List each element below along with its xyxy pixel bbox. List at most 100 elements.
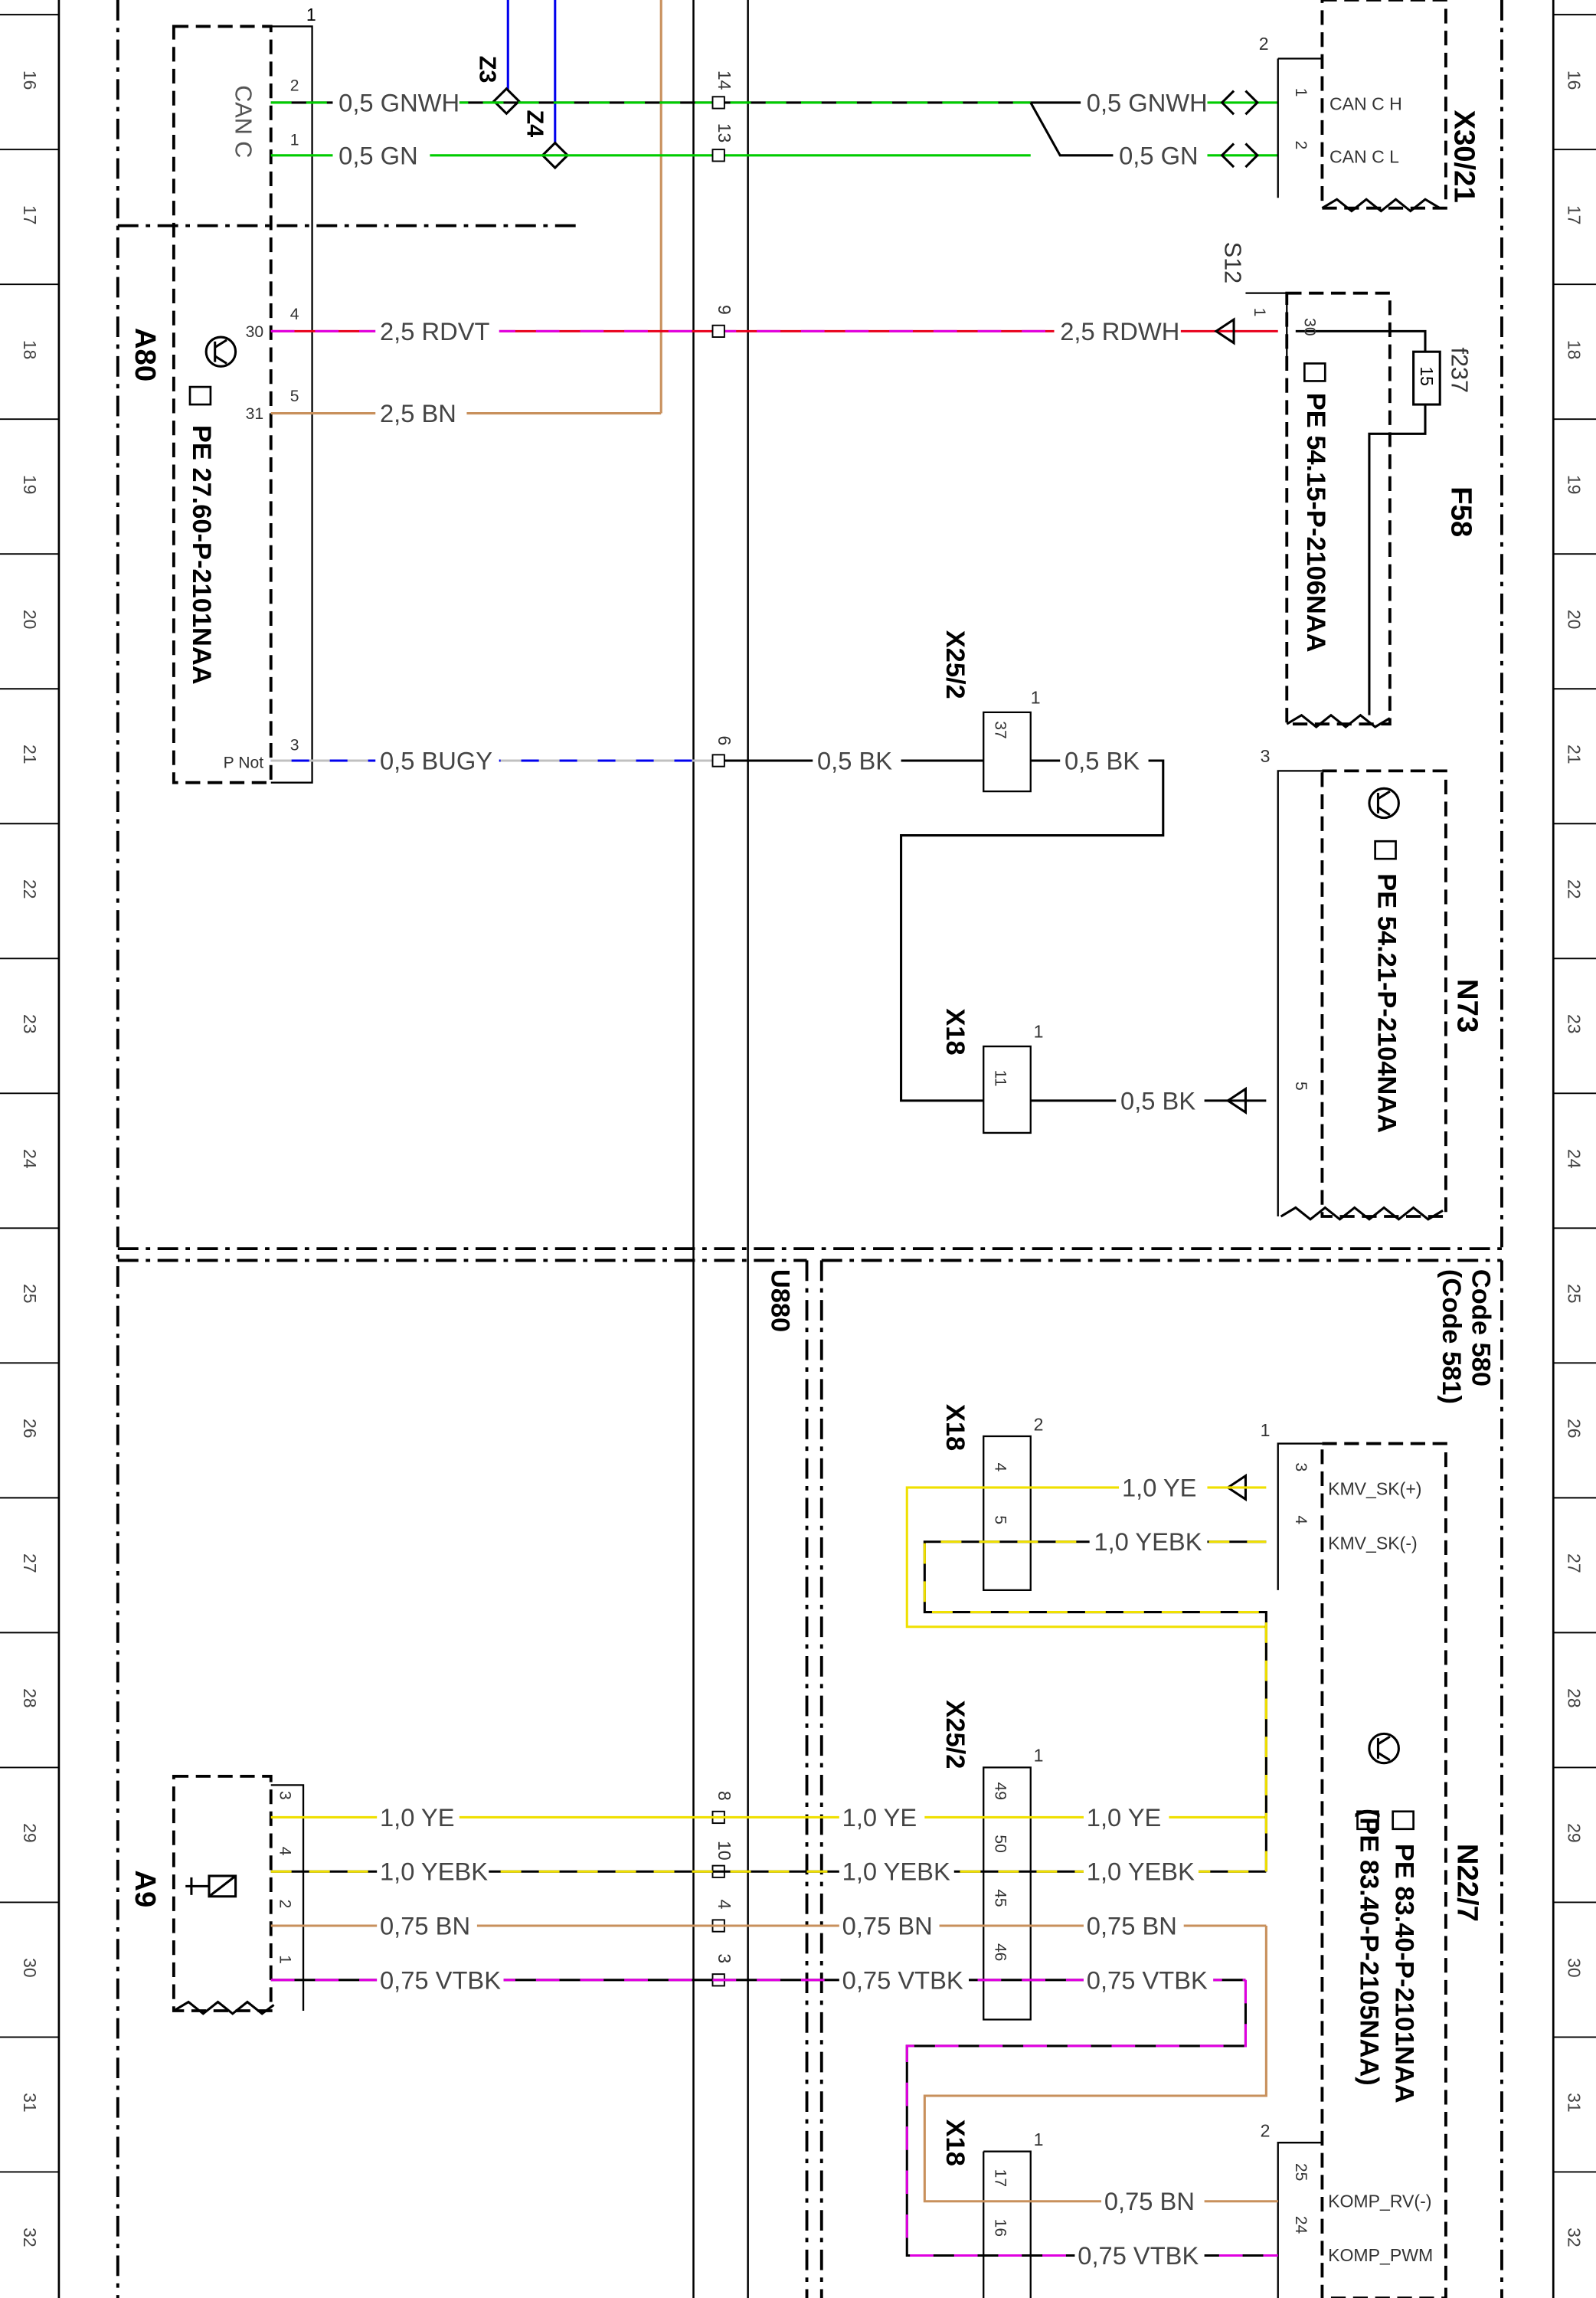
x30-21-connector[interactable]: 2 CAN C H CAN C L 1 2 X30/21 [1259, 0, 1481, 213]
x18-mid-connector-number: 1 [1034, 1022, 1044, 1042]
x25-2-bottom-connector[interactable]: 1 49 50 45 46 X25/2 [940, 1700, 1043, 2021]
a80-pin-label-31: 31 [246, 405, 264, 423]
sep-pin-6: 6 [715, 735, 734, 745]
row-number: 23 [1564, 1014, 1584, 1034]
n73-doc-icon [1374, 840, 1397, 860]
x25-2-bottom-pin-49: 49 [992, 1782, 1009, 1800]
fuse-icon [1412, 350, 1441, 406]
row-number: 22 [20, 879, 40, 899]
wire-label-gn-a: 0,5 GN [338, 141, 418, 169]
fuse-value: 15 [1417, 366, 1437, 386]
wire-label-bugy: 0,5 BUGY [380, 747, 492, 775]
wire-label-bn25: 2,5 BN [380, 399, 456, 427]
code-label-line1: Code 580 [1466, 1269, 1495, 1386]
f58-pe-reference: PE 54.15-P-2106NAA [1301, 393, 1330, 653]
row-number: 31 [20, 2093, 40, 2113]
row-number: 26 [1564, 1419, 1584, 1439]
row-number: 26 [20, 1419, 40, 1439]
wire-labels-top: 0,5 GNWH 0,5 GN 2,5 RDVT 2,5 BN 0,5 BUGY… [332, 87, 1208, 1115]
n22-7-module[interactable]: 1 2 KMV_SK(+) KMV_SK(-) KOMP_RV(-) KOMP_… [1225, 1420, 1483, 2298]
x30-21-pin-1: 1 [1292, 88, 1310, 97]
s12-label: S12 [1220, 242, 1247, 283]
a80-module[interactable]: 1 CAN C A80 PE 27.60-P-2101NAA 30 31 P N… [129, 5, 316, 784]
a9-pin-2: 2 [276, 1900, 293, 1909]
n73-connector-number: 3 [1261, 746, 1271, 766]
x18-bottom-pin-17: 17 [992, 2169, 1009, 2187]
x18-bottom-connector[interactable]: 1 17 16 X18 [940, 2120, 1043, 2298]
a9-pin-4: 4 [276, 1847, 293, 1856]
a80-pin-1: 1 [290, 131, 299, 149]
f58-pin: 1 [1251, 308, 1268, 317]
wire-label-gnwh-b: 0,5 GNWH [1087, 88, 1208, 116]
row-number: 20 [1564, 610, 1584, 630]
wire-label-ye-m: 1,0 YE [842, 1803, 917, 1832]
n22-7-pin-label-kmv-sk-plus: KMV_SK(+) [1328, 1479, 1421, 1499]
wire-label-bn-r: 0,75 BN [1087, 1912, 1177, 1940]
zone-boundaries [116, 0, 1503, 2298]
u880-ref: U880 [765, 1269, 794, 1332]
fuse-id: f237 [1447, 347, 1473, 393]
f58-pin-label: 30 [1300, 318, 1318, 336]
n22-7-doc-icon-2 [1356, 1810, 1379, 1831]
can-arrows-icon [1220, 90, 1259, 169]
x25-2-top-ref: X25/2 [940, 630, 970, 699]
n22-7-connector-2: 2 [1261, 2121, 1271, 2141]
n22-7-pin-4: 4 [1292, 1515, 1310, 1524]
wire-label-yebk-a9: 1,0 YEBK [380, 1858, 488, 1886]
a80-pe-reference: PE 27.60-P-2101NAA [187, 425, 216, 685]
a80-ref: A80 [129, 328, 162, 381]
a9-pin-1: 1 [276, 1955, 293, 1964]
sep-pin-9: 9 [715, 305, 734, 315]
row-number: 28 [20, 1688, 40, 1708]
x18-code-connector-number: 2 [1034, 1414, 1044, 1434]
row-number: 18 [20, 340, 40, 360]
a80-pin-label-30: 30 [246, 323, 264, 341]
wire-label-bn-x18: 0,75 BN [1104, 2187, 1195, 2215]
splice-z3[interactable]: Z3 [475, 0, 521, 116]
a80-bus-label: CAN C [231, 85, 257, 158]
x18-mid-pin: 11 [992, 1070, 1009, 1087]
separation-pin-numbers: 14 13 9 6 8 10 4 3 [715, 70, 734, 1963]
row-number: 27 [1564, 1553, 1584, 1573]
wire-label-gnwh-a: 0,5 GNWH [338, 88, 460, 116]
x18-code-pin-5: 5 [992, 1515, 1009, 1524]
row-number: 25 [20, 1284, 40, 1304]
x25-2-top-connector[interactable]: 37 1 X25/2 [940, 630, 1041, 793]
wire-label-bk2: 0,5 BK [1065, 747, 1140, 775]
row-number: 22 [1564, 879, 1584, 899]
n73-transistor-icon [1368, 787, 1400, 820]
x18-code-ref: X18 [940, 1404, 970, 1451]
a80-doc-icon [188, 385, 212, 406]
x18-mid-connector[interactable]: 11 1 X18 [940, 1008, 1044, 1134]
a9-pin-3: 3 [276, 1791, 293, 1800]
row-number: 16 [20, 70, 40, 90]
n22-7-pin-label-komp-pwm: KOMP_PWM [1328, 2245, 1433, 2265]
row-number: 19 [20, 475, 40, 495]
splice-z4-label: Z4 [522, 110, 548, 137]
splice-z3-label: Z3 [475, 56, 502, 83]
n22-7-pe-reference-2: (PE 83.40-P-2105NAA) [1354, 1809, 1383, 2086]
sep-pin-3: 3 [715, 1953, 734, 1963]
row-number: 32 [20, 2228, 40, 2247]
code-label: Code 580 (Code 581) [1437, 1269, 1496, 1404]
wire-label-bn-m: 0,75 BN [842, 1912, 933, 1940]
x25-2-bottom-pin-45: 45 [992, 1889, 1009, 1907]
row-number: 21 [20, 745, 40, 764]
n22-7-pin-25: 25 [1292, 2163, 1310, 2181]
wire-label-ye-a9: 1,0 YE [380, 1803, 454, 1832]
x18-mid-ref: X18 [940, 1008, 970, 1055]
n73-module[interactable]: 3 5 PE 54.21-P-2104NAA N73 [1225, 746, 1483, 1221]
x18-code-pin-4: 4 [992, 1462, 1009, 1471]
sep-pin-10: 10 [715, 1841, 734, 1861]
n22-7-pin-24: 24 [1292, 2216, 1310, 2234]
f58-fuse-box[interactable]: 15 f237 F58 30 1 PE 54.15-P-2106NAA [1245, 291, 1478, 728]
a9-module[interactable]: A9 3 4 2 1 [129, 1774, 305, 2015]
x25-2-top-connector-number: 1 [1031, 687, 1041, 707]
x30-21-ref: X30/21 [1447, 110, 1480, 202]
x18-code-connector[interactable]: 2 4 5 X18 [940, 1404, 1044, 1592]
sep-pin-14: 14 [715, 70, 734, 90]
x25-2-top-pin: 37 [992, 721, 1009, 738]
code-label-line2: (Code 581) [1437, 1269, 1466, 1404]
n22-7-pin-label-komp-rv: KOMP_RV(-) [1328, 2191, 1431, 2211]
wire-label-gn-b: 0,5 GN [1119, 141, 1199, 169]
